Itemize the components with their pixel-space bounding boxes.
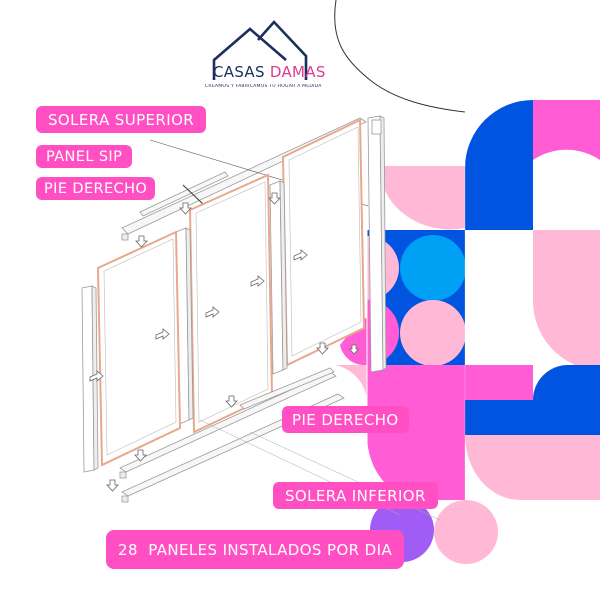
down-arrow-icon bbox=[135, 235, 148, 248]
down-arrow-icon bbox=[348, 344, 360, 355]
right-arrow-icon bbox=[89, 370, 104, 382]
down-arrow-icon bbox=[225, 395, 238, 408]
down-arrow-icon bbox=[268, 192, 281, 205]
down-arrow-icon bbox=[179, 202, 192, 215]
assembly-arrows bbox=[89, 192, 360, 492]
brand-name-part2: DAMAS bbox=[269, 63, 326, 81]
label-panel-sip: PANEL SIP bbox=[36, 145, 133, 168]
right-arrow-icon bbox=[250, 275, 265, 287]
label-pie-derecho-top: PIE DERECHO bbox=[36, 177, 156, 200]
house-roof-logo-icon bbox=[212, 20, 308, 80]
right-arrow-icon bbox=[293, 249, 308, 261]
down-arrow-icon bbox=[316, 342, 329, 355]
down-arrow-icon bbox=[106, 479, 119, 492]
right-arrow-icon bbox=[155, 328, 170, 340]
right-arrow-icon bbox=[205, 306, 220, 318]
label-solera-superior: SOLERA SUPERIOR bbox=[36, 106, 207, 133]
brand-name: CASAS DAMAS bbox=[213, 63, 326, 81]
label-pie-derecho-mid: PIE DERECHO bbox=[282, 406, 409, 433]
label-paneles-por-dia: 28 PANELES INSTALADOS POR DIA bbox=[106, 530, 405, 569]
down-arrow-icon bbox=[134, 449, 147, 462]
label-solera-inferior: SOLERA INFERIOR bbox=[273, 482, 438, 509]
brand-name-part1: CASAS bbox=[213, 63, 265, 81]
brand-tagline: CREAMOS Y FABRICAMOS TU HOGAR A MEDIDA bbox=[205, 84, 322, 89]
